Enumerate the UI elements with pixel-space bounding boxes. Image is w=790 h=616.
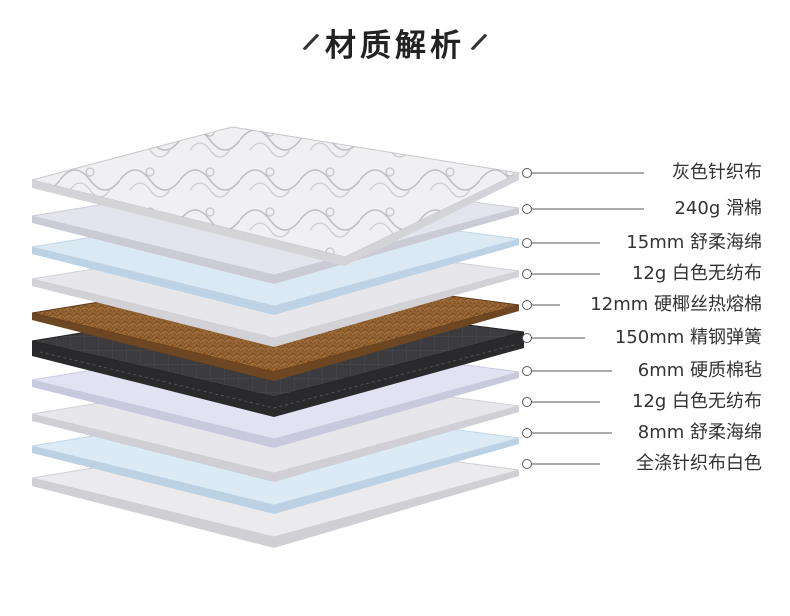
header: 材质解析 — [0, 14, 790, 70]
leader-lines — [522, 168, 644, 469]
layer-label: 240g 滑棉 — [674, 198, 762, 219]
page-title: 材质解析 — [325, 27, 465, 64]
layer-label: 12g 白色无纺布 — [631, 391, 762, 412]
layer-label: 全涤针织布白色 — [636, 453, 762, 474]
layer-label: 8mm 舒柔海绵 — [637, 422, 762, 443]
layer-label: 12mm 硬椰丝热熔棉 — [590, 294, 762, 315]
layer-label: 150mm 精钢弹簧 — [614, 327, 762, 348]
layer-label: 灰色针织布 — [672, 162, 762, 183]
layer-1-quilt — [31, 126, 521, 266]
layer-label: 15mm 舒柔海绵 — [626, 232, 762, 253]
layer-label: 12g 白色无纺布 — [631, 263, 762, 284]
layer-label: 6mm 硬质棉毡 — [637, 360, 762, 381]
